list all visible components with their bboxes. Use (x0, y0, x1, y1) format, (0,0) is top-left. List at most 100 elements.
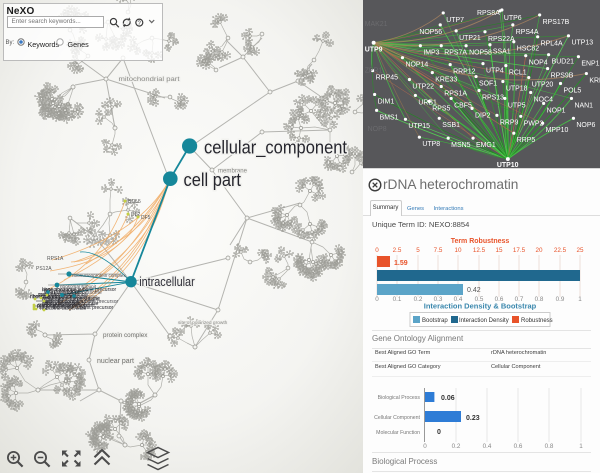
svg-text:Term Robustness: Term Robustness (451, 238, 510, 245)
svg-text:Cellular Component: Cellular Component (374, 415, 420, 421)
svg-text:UTP13: UTP13 (571, 40, 593, 47)
svg-text:KRR1: KRR1 (589, 78, 600, 85)
svg-text:1: 1 (578, 296, 582, 303)
svg-text:NOP8: NOP8 (368, 126, 387, 133)
svg-text:MAK21: MAK21 (365, 21, 388, 28)
svg-text:UTP10: UTP10 (497, 162, 519, 169)
svg-text:Interaction Density: Interaction Density (459, 318, 509, 324)
svg-text:RRP5: RRP5 (517, 137, 536, 144)
svg-text:large ribosomal subunit precur: large ribosomal subunit precursor (39, 305, 114, 311)
svg-text:0: 0 (375, 296, 379, 303)
svg-text:0.1: 0.1 (393, 296, 402, 303)
svg-text:small subunit processome: small subunit processome (44, 290, 102, 296)
svg-text:17.5: 17.5 (513, 247, 526, 254)
svg-text:UTP9: UTP9 (365, 47, 383, 54)
svg-text:0.2: 0.2 (452, 443, 461, 450)
svg-text:membrane: membrane (218, 168, 247, 175)
svg-text:0.23: 0.23 (466, 415, 480, 422)
svg-text:0.9: 0.9 (556, 296, 565, 303)
svg-text:nucleolar complex: nucleolar complex (39, 292, 80, 298)
svg-text:0.8: 0.8 (545, 443, 554, 450)
svg-text:SSA1: SSA1 (493, 49, 511, 56)
svg-text:IMP3: IMP3 (423, 50, 439, 57)
svg-text:0.06: 0.06 (441, 395, 455, 402)
svg-text:NOC4: NOC4 (534, 96, 553, 103)
svg-text:15: 15 (495, 247, 503, 254)
svg-text:large ribosomal subunit precur: large ribosomal subunit precursor (42, 287, 117, 293)
svg-text:NOP6: NOP6 (576, 122, 595, 129)
svg-text:UTP7: UTP7 (446, 17, 464, 24)
svg-text:?: ? (137, 21, 141, 27)
svg-text:UTP5: UTP5 (508, 102, 526, 109)
svg-text:0.5: 0.5 (475, 296, 484, 303)
svg-text:RPS13: RPS13 (482, 94, 504, 101)
svg-text:RRP9: RRP9 (500, 119, 519, 126)
svg-text:Robustness: Robustness (521, 318, 553, 324)
svg-text:UTP4: UTP4 (486, 68, 504, 75)
svg-text:PS12A: PS12A (36, 266, 52, 272)
svg-text:0.3: 0.3 (434, 296, 443, 303)
svg-text:UTP15: UTP15 (408, 123, 430, 130)
svg-text:RPS22A: RPS22A (488, 36, 515, 43)
svg-text:Biological Process: Biological Process (378, 395, 421, 401)
svg-text:RRP12: RRP12 (453, 69, 476, 76)
svg-text:RPS4A: RPS4A (516, 29, 539, 36)
svg-text:25: 25 (576, 247, 584, 254)
svg-text:RPS1A: RPS1A (444, 90, 467, 97)
svg-text:ribosome biogenesis: ribosome biogenesis (40, 306, 86, 312)
svg-text:0.7: 0.7 (515, 296, 524, 303)
svg-text:NAN1: NAN1 (574, 102, 593, 109)
svg-text:ribosome biogenesis: ribosome biogenesis (30, 294, 76, 300)
svg-text:cell part: cell part (184, 169, 242, 190)
svg-text:ribosomal subunit: ribosomal subunit (60, 284, 97, 289)
svg-text:ribonucleoprotein granule: ribonucleoprotein granule (30, 294, 87, 300)
svg-text:5: 5 (416, 247, 420, 254)
svg-text:12.5: 12.5 (473, 247, 486, 254)
svg-text:RPS1A: RPS1A (47, 256, 64, 262)
svg-text:ribosome biogenesis: ribosome biogenesis (42, 288, 88, 294)
svg-text:10: 10 (454, 247, 462, 254)
svg-text:90S preribosome: 90S preribosome (43, 301, 81, 307)
svg-text:DIP2: DIP2 (475, 112, 491, 119)
svg-text:BOL5: BOL5 (128, 199, 141, 205)
svg-text:BUD21: BUD21 (552, 59, 575, 66)
svg-text:RPS5: RPS5 (432, 105, 450, 112)
svg-text:7.5: 7.5 (434, 247, 443, 254)
svg-text:large ribosomal subunit precur: large ribosomal subunit precursor (44, 299, 119, 305)
svg-text:POL5: POL5 (564, 87, 582, 94)
svg-text:NOP58: NOP58 (469, 50, 492, 57)
svg-text:0: 0 (437, 429, 441, 436)
svg-text:UTP6: UTP6 (504, 15, 522, 22)
svg-text:CBF5: CBF5 (454, 102, 472, 109)
svg-text:RPS7A: RPS7A (444, 50, 467, 57)
svg-text:EMG1: EMG1 (476, 142, 496, 149)
svg-text:NOP1: NOP1 (547, 107, 566, 114)
svg-text:intracellular: intracellular (139, 275, 195, 289)
svg-text:RPS9B: RPS9B (551, 73, 574, 80)
svg-text:preribosome large subunit: preribosome large subunit (42, 297, 100, 303)
svg-text:RPS8A: RPS8A (477, 10, 500, 17)
svg-text:NOP4: NOP4 (529, 60, 548, 67)
svg-text:NOP14: NOP14 (405, 62, 428, 69)
svg-text:0.2: 0.2 (414, 296, 423, 303)
svg-text:KRE33: KRE33 (435, 77, 457, 84)
svg-text:mitochondrial part: mitochondrial part (119, 76, 180, 83)
svg-text:SSB1: SSB1 (442, 122, 460, 129)
svg-text:ribonucleoprotein granule: ribonucleoprotein granule (42, 301, 99, 307)
svg-text:RPS17B: RPS17B (543, 19, 570, 26)
svg-text:small subunit processome: small subunit processome (42, 296, 100, 302)
svg-text:preribosome large subunit: preribosome large subunit (37, 303, 95, 309)
svg-text:0: 0 (375, 247, 379, 254)
svg-text:Bootstrap: Bootstrap (422, 318, 448, 324)
svg-text:URB1: URB1 (418, 99, 437, 106)
svg-text:22.5: 22.5 (554, 247, 567, 254)
svg-text:cellular_component: cellular_component (204, 137, 347, 159)
svg-text:DL2: DL2 (131, 212, 140, 218)
svg-text:1: 1 (579, 443, 583, 450)
svg-text:site of polarized growth: site of polarized growth (178, 320, 228, 326)
svg-text:nucleolar complex: nucleolar complex (43, 299, 84, 305)
svg-text:DF5: DF5 (141, 215, 151, 221)
svg-text:ENP1: ENP1 (581, 61, 599, 68)
svg-text:1.59: 1.59 (394, 260, 408, 267)
svg-text:UTP18: UTP18 (506, 85, 528, 92)
